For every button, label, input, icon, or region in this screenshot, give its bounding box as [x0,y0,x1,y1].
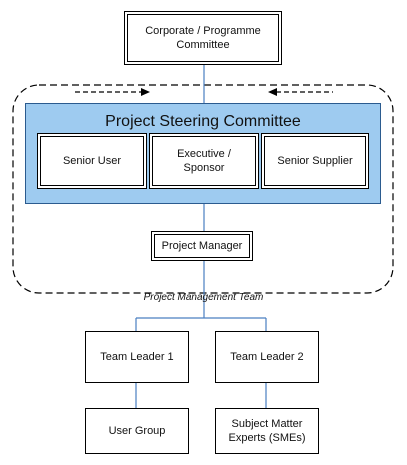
user-group-box: User Group [85,408,189,454]
senior-user-box: Senior User [37,133,147,189]
project-manager-label: Project Manager [161,240,243,252]
executive-sponsor-box: Executive / Sponsor [149,133,259,189]
project-management-team-boundary [12,84,394,294]
corporate-programme-committee-box: Corporate / Programme Committee [124,11,282,65]
team-leader-1-label: Team Leader 1 [100,351,174,363]
smes-label: Subject Matter Experts (SMEs) [228,418,306,444]
senior-user-label: Senior User [62,155,122,167]
team-leader-1-box: Team Leader 1 [85,331,189,383]
senior-supplier-label: Senior Supplier [277,155,353,167]
steering-committee-title: Project Steering Committee [105,113,301,130]
corporate-programme-committee-label: Corporate / Programme Committee [145,25,261,51]
team-leader-2-box: Team Leader 2 [215,331,319,383]
team-leader-2-label: Team Leader 2 [230,351,304,363]
senior-supplier-box: Senior Supplier [261,133,369,189]
smes-box: Subject Matter Experts (SMEs) [215,408,319,454]
left-dashed-arrow [75,88,150,96]
project-manager-box: Project Manager [151,231,253,261]
right-dashed-arrow [268,88,333,96]
executive-sponsor-label: Executive / Sponsor [177,148,231,174]
project-management-team-label: Project Management Team [143,292,264,303]
user-group-label: User Group [108,425,166,437]
